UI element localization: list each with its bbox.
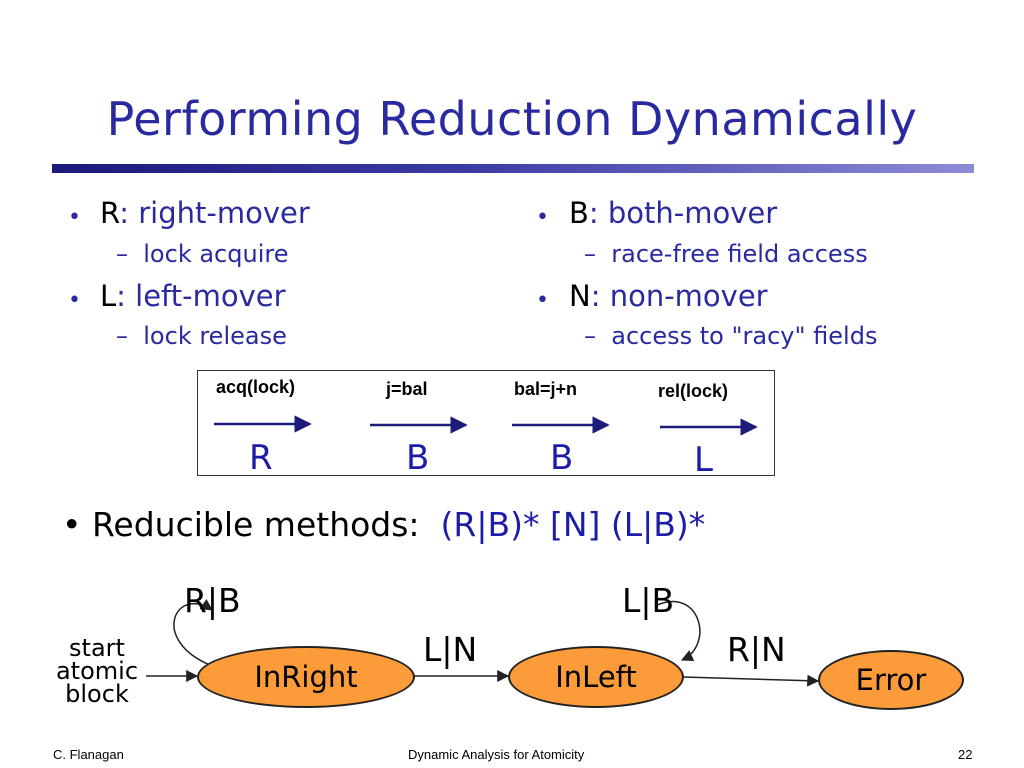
sub-bullet-race-free: – race-free field access — [584, 240, 868, 268]
bullet-b-text: : both-mover — [588, 196, 778, 230]
bullet-marker: • — [62, 505, 82, 544]
sub-bullet-text: access to "racy" fields — [611, 322, 878, 350]
sub-bullet-marker: – — [116, 322, 128, 350]
bullet-n: N: non-mover — [569, 279, 768, 313]
sub-bullet-marker: – — [584, 322, 596, 350]
bullet-r-text: : right-mover — [119, 196, 310, 230]
sub-bullet-lock-release: – lock release — [116, 322, 287, 350]
edge-label-r-n: R|N — [727, 630, 786, 669]
bullet-l-text: : left-mover — [116, 279, 286, 313]
op-bal-eq-j-plus-n: bal=j+n — [514, 379, 578, 399]
loop-label-r-b: R|B — [184, 581, 241, 620]
edge-inleft-error — [682, 674, 820, 687]
state-inright: InRight — [197, 646, 415, 708]
reducible-methods-line: • Reducible methods: (R|B)* [N] (L|B)* — [62, 505, 705, 544]
op-acq-lock: acq(lock) — [216, 377, 296, 397]
sub-bullet-racy: – access to "racy" fields — [584, 322, 877, 350]
bullet-r: R: right-mover — [100, 196, 310, 230]
loop-inleft — [654, 600, 701, 661]
sub-bullet-marker: – — [116, 240, 128, 268]
bullet-marker: • — [68, 288, 81, 313]
footer-author: C. Flanagan — [53, 747, 124, 762]
bullet-marker: • — [68, 205, 81, 230]
title-underline — [52, 164, 974, 173]
state-label: InLeft — [555, 660, 637, 694]
op-rel-lock: rel(lock) — [658, 381, 729, 401]
mover-key-r: R — [100, 196, 120, 230]
footer-page-number: 22 — [958, 747, 973, 762]
bullet-b: B: both-mover — [569, 196, 777, 230]
state-error: Error — [818, 650, 964, 710]
bullet-marker: • — [536, 205, 549, 230]
state-inleft: InLeft — [508, 646, 684, 708]
bullet-n-text: : non-mover — [590, 279, 768, 313]
edge-label-l-n: L|N — [423, 630, 478, 669]
state-label: Error — [855, 663, 927, 697]
footer-title: Dynamic Analysis for Atomicity — [408, 747, 585, 762]
sub-bullet-lock-acquire: – lock acquire — [116, 240, 288, 268]
sub-bullet-text: race-free field access — [611, 240, 868, 268]
example-trace-box — [197, 370, 775, 476]
reducible-label: Reducible methods: — [91, 505, 420, 544]
mover-key-l: L — [100, 279, 117, 313]
mover-label-l: L — [694, 440, 713, 480]
loop-label-l-b: L|B — [622, 581, 675, 620]
mover-key-n: N — [569, 279, 591, 313]
start-atomic-block-label: start atomic block — [50, 634, 144, 708]
mover-key-b: B — [569, 196, 589, 230]
sub-bullet-text: lock acquire — [143, 240, 289, 268]
op-j-eq-bal: j=bal — [386, 379, 428, 399]
start-line: block — [65, 680, 129, 708]
sub-bullet-marker: – — [584, 240, 596, 268]
start-line: atomic — [55, 657, 139, 685]
slide-title: Performing Reduction Dynamically — [106, 92, 918, 146]
mover-label-b: B — [550, 438, 574, 478]
mover-label-b: B — [406, 438, 430, 478]
mover-label-r: R — [249, 438, 273, 478]
loop-inright — [173, 598, 213, 666]
bullet-l: L: left-mover — [100, 279, 286, 313]
state-label: InRight — [254, 660, 358, 694]
sub-bullet-text: lock release — [143, 322, 287, 350]
reducible-pattern: (R|B)* [N] (L|B)* — [440, 505, 706, 544]
bullet-marker: • — [536, 288, 549, 313]
start-line: start — [69, 634, 125, 662]
